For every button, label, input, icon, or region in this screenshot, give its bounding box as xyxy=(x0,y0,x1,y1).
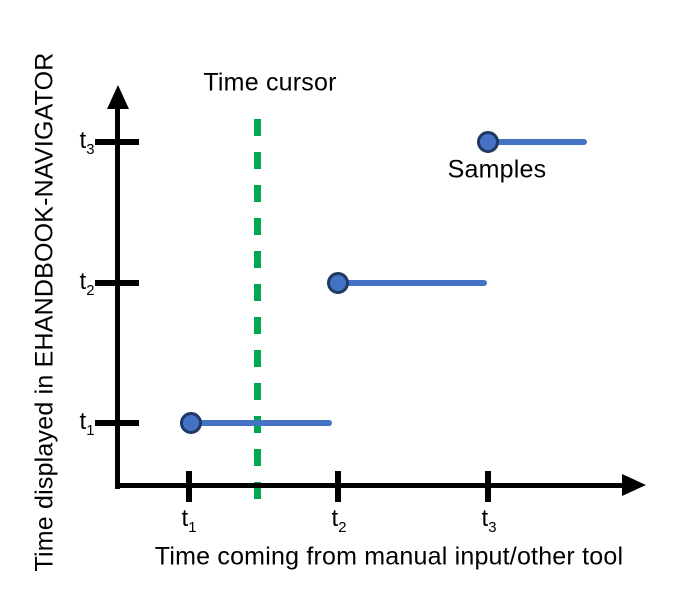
y-axis-arrowhead-icon xyxy=(107,85,129,109)
x-tick-label-t2: t2 xyxy=(331,505,347,536)
x-tick-t1 xyxy=(186,471,192,502)
y-tick-label-t3-base: t xyxy=(79,127,87,154)
x-axis-line xyxy=(115,483,625,488)
y-tick-t1 xyxy=(95,420,139,426)
y-tick-t3 xyxy=(95,139,139,145)
y-tick-t2 xyxy=(95,280,139,286)
x-tick-label-t1: t1 xyxy=(181,505,197,536)
x-tick-label-t3: t3 xyxy=(481,505,497,536)
time-cursor-label: Time cursor xyxy=(203,68,337,97)
y-tick-label-t3-sub: 3 xyxy=(86,141,95,158)
y-tick-label-t2-base: t xyxy=(79,268,87,295)
y-tick-label-t3: t3 xyxy=(79,127,95,158)
x-tick-label-t2-sub: 2 xyxy=(338,519,347,536)
y-tick-label-t1: t1 xyxy=(79,408,95,439)
y-tick-label-t1-base: t xyxy=(79,408,87,435)
sample-dot-t1 xyxy=(180,412,202,434)
x-axis-arrowhead-icon xyxy=(622,474,646,496)
x-tick-label-t2-base: t xyxy=(331,505,339,532)
sample-hold-line-t1 xyxy=(191,420,332,426)
sample-dot-t3 xyxy=(477,131,499,153)
sample-hold-line-t3 xyxy=(488,139,587,145)
x-tick-t2 xyxy=(335,471,341,502)
x-tick-label-t3-sub: 3 xyxy=(488,519,497,536)
samples-label: Samples xyxy=(447,155,547,184)
time-cursor-line xyxy=(254,119,261,515)
x-tick-label-t1-base: t xyxy=(181,505,189,532)
y-tick-label-t1-sub: 1 xyxy=(86,422,95,439)
y-axis-title: Time displayed in EHANDBOOK-NAVIGATOR xyxy=(30,52,59,572)
x-tick-label-t1-sub: 1 xyxy=(188,519,197,536)
y-tick-label-t2-sub: 2 xyxy=(86,282,95,299)
sample-hold-line-t2 xyxy=(338,280,487,286)
y-axis-line xyxy=(115,100,120,489)
y-tick-label-t2: t2 xyxy=(79,268,95,299)
sample-dot-t2 xyxy=(327,272,349,294)
x-tick-t3 xyxy=(485,471,491,502)
x-tick-label-t3-base: t xyxy=(481,505,489,532)
x-axis-title: Time coming from manual input/other tool xyxy=(154,542,624,571)
